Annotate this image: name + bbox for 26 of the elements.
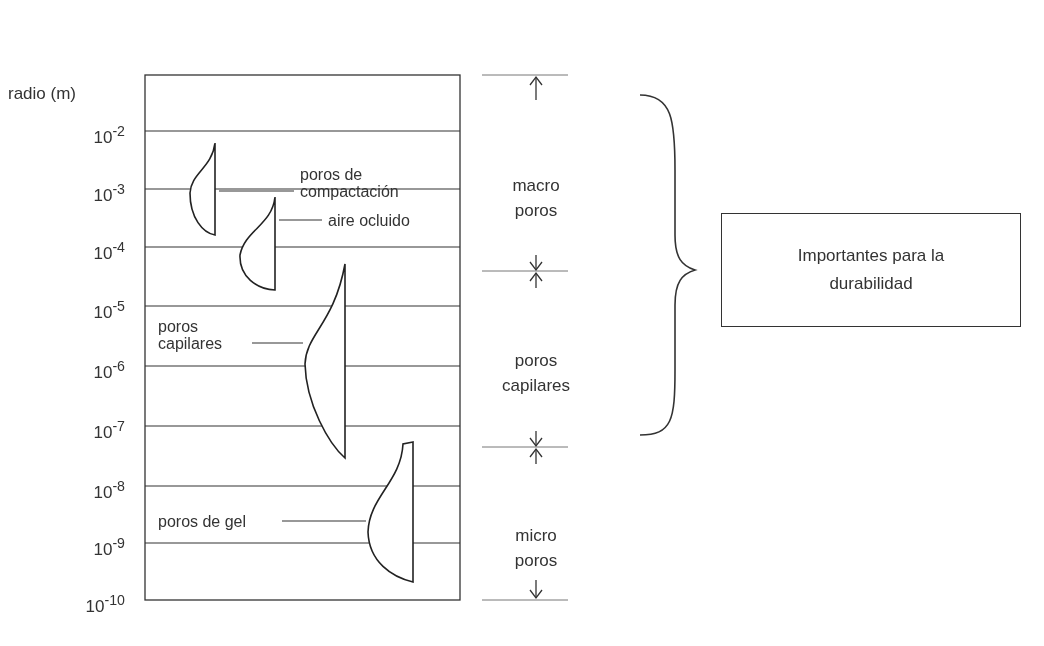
range-label: poros capilares bbox=[500, 350, 571, 397]
pore-size-curve bbox=[189, 143, 216, 236]
pore-size-curve bbox=[304, 264, 346, 459]
leader-line bbox=[281, 520, 367, 522]
pore-size-curve bbox=[239, 197, 276, 291]
tick-label: 10$^{-5}$ bbox=[92, 297, 125, 322]
tick-label: 10$^{-7}$ bbox=[92, 417, 125, 442]
tick-label: 10$^{-3}$ bbox=[92, 180, 125, 205]
leader-line bbox=[218, 190, 295, 192]
tick-label: 10$^{-4}$ bbox=[92, 238, 125, 263]
pore-size-curve bbox=[367, 442, 414, 583]
note-box: Importantes para la durabilidad bbox=[721, 213, 1021, 327]
pore-label: aire ocluido bbox=[328, 212, 448, 229]
leader-line bbox=[278, 219, 323, 221]
tick-label: 10$^{-2}$ bbox=[92, 122, 125, 147]
tick-label: 10$^{-6}$ bbox=[92, 357, 125, 382]
range-label: micro poros bbox=[513, 525, 559, 572]
tick-label: 10$^{-10}$ bbox=[84, 591, 125, 616]
pore-label: poros capilares bbox=[158, 318, 248, 352]
range-label: macro poros bbox=[511, 175, 561, 222]
tick-label: 10$^{-8}$ bbox=[92, 477, 125, 502]
leader-line bbox=[251, 342, 304, 344]
axis-title: radio (m) bbox=[8, 84, 77, 103]
tick-label: 10$^{-9}$ bbox=[92, 534, 125, 559]
pore-label: poros de compactación bbox=[300, 166, 440, 200]
pore-label: poros de gel bbox=[158, 513, 278, 530]
